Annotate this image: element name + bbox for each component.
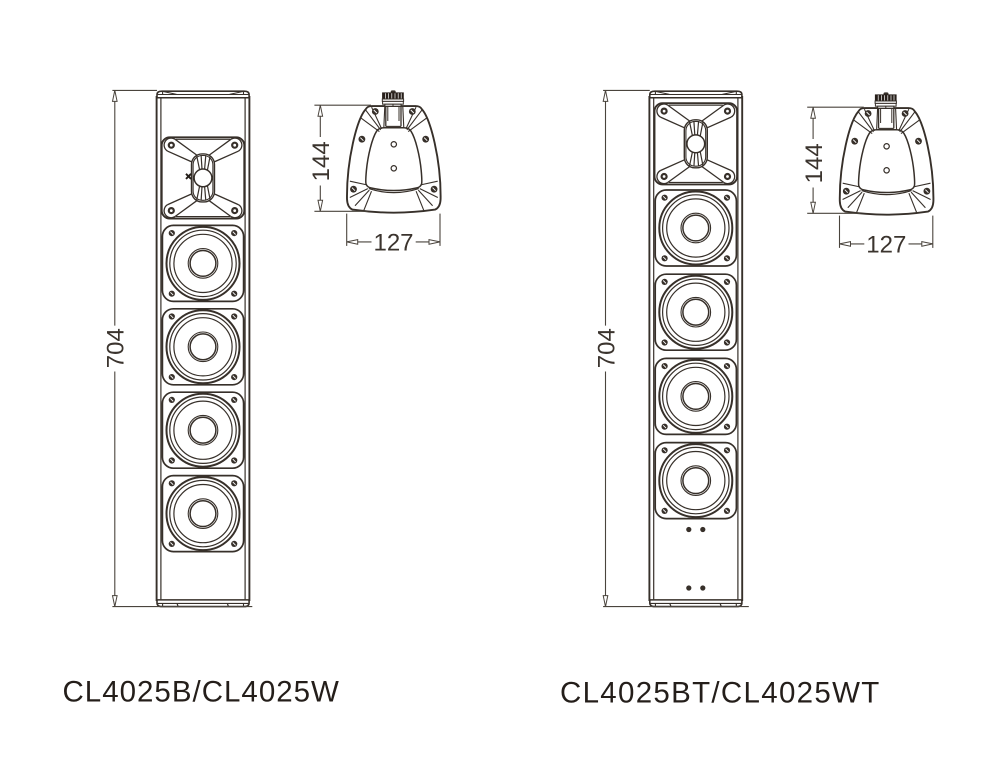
- svg-text:CL4025BT/CL4025WT: CL4025BT/CL4025WT: [560, 677, 881, 710]
- svg-text:127: 127: [373, 230, 413, 257]
- svg-text:CL4025B/CL4025W: CL4025B/CL4025W: [63, 676, 340, 709]
- svg-text:144: 144: [801, 143, 828, 183]
- svg-text:127: 127: [866, 232, 906, 259]
- svg-text:704: 704: [103, 328, 130, 368]
- svg-text:144: 144: [308, 141, 335, 181]
- svg-text:704: 704: [593, 328, 620, 368]
